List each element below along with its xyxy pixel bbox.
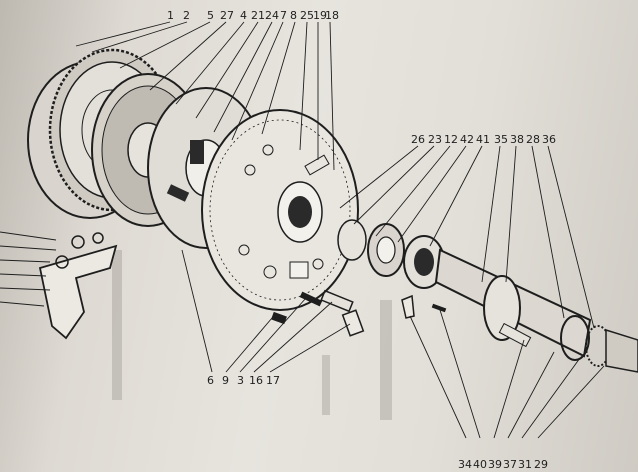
show-through-text xyxy=(112,250,392,420)
top-callouts: 1 2 5 27 4 21 24 7 8 25 19 18 xyxy=(167,9,339,22)
callout: 34 xyxy=(458,458,472,471)
leader-lines xyxy=(0,21,605,439)
lower-callouts: 6 9 3 16 17 xyxy=(207,374,280,387)
callout: 2 xyxy=(183,9,190,22)
callout: 28 xyxy=(526,133,540,146)
callout: 36 xyxy=(542,133,556,146)
small-parts xyxy=(38,232,447,340)
callout: 16 xyxy=(249,374,263,387)
callout: 3 xyxy=(237,374,244,387)
callout: 6 xyxy=(207,374,214,387)
callout: 12 xyxy=(444,133,458,146)
release-bearing xyxy=(337,219,445,289)
callout: 18 xyxy=(325,9,339,22)
callout: 5 xyxy=(207,9,214,22)
callout: 41 xyxy=(476,133,490,146)
callout: 39 xyxy=(488,458,502,471)
callout: 19 xyxy=(313,9,327,22)
callout: 38 xyxy=(510,133,524,146)
callout: 1 xyxy=(167,9,174,22)
bottom-callouts: 34 40 39 37 31 29 xyxy=(458,458,548,471)
callout: 21 xyxy=(251,9,265,22)
callout: 27 xyxy=(220,9,234,22)
callout: 8 xyxy=(290,9,297,22)
callout: 24 xyxy=(265,9,279,22)
callout: 31 xyxy=(518,458,532,471)
callout: 17 xyxy=(266,374,280,387)
clutch-cover xyxy=(201,109,359,311)
callout: 40 xyxy=(473,458,487,471)
input-shaft xyxy=(434,248,638,373)
callout: 9 xyxy=(222,374,229,387)
callout: 42 xyxy=(460,133,474,146)
callout: 29 xyxy=(534,458,548,471)
callout: 7 xyxy=(280,9,287,22)
callout: 26 xyxy=(411,133,425,146)
callout: 4 xyxy=(240,9,247,22)
callout: 37 xyxy=(503,458,517,471)
callout: 25 xyxy=(300,9,314,22)
callout: 35 xyxy=(494,133,508,146)
callout: 23 xyxy=(428,133,442,146)
middle-callouts: 26 23 12 42 41 35 38 28 36 xyxy=(411,133,556,146)
